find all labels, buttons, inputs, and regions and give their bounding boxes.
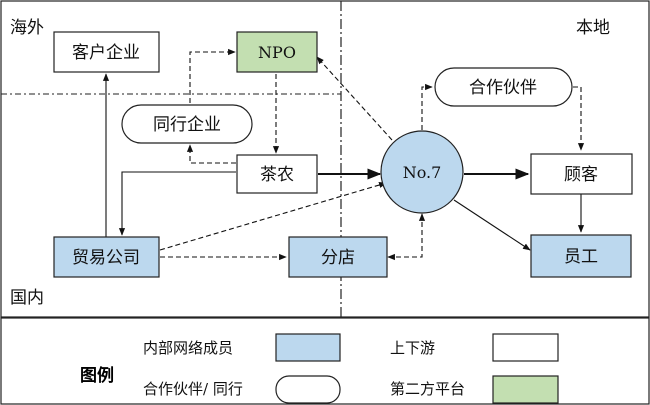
node-peer-enterprise-label: 同行企业 (153, 115, 221, 135)
arrow-center-to-partner (421, 83, 433, 130)
node-npo-label: NPO (258, 43, 296, 62)
legend-third-party-label: 第二方平台 (390, 380, 465, 398)
legend-third-party-swatch (492, 375, 559, 404)
node-trading-company-label: 贸易公司 (72, 248, 140, 268)
node-npo: NPO (236, 31, 318, 73)
arrow-trade-to-center (159, 182, 387, 251)
connectors (102, 48, 585, 261)
region-overseas-label: 海外 (10, 18, 44, 38)
node-employee-label: 员工 (564, 247, 598, 267)
arrow-tea-to-trade (118, 171, 236, 236)
node-branch: 分店 (288, 236, 388, 278)
legend-internal-label: 内部网络成员 (143, 339, 233, 357)
arrow-center-to-npo (316, 56, 393, 141)
legend: 图例 内部网络成员 上下游 合作伙伴/ 同行 第二方平台 (80, 333, 559, 404)
arrow-partner-to-client (573, 86, 585, 151)
node-center-label: No.7 (403, 163, 442, 182)
legend-updown-label: 上下游 (390, 339, 435, 357)
arrow-center-to-employee (453, 199, 531, 251)
node-tea-farmer-label: 茶农 (260, 165, 294, 185)
legend-title: 图例 (80, 365, 114, 386)
node-client: 顾客 (530, 153, 633, 195)
arrow-peer-to-npo (189, 48, 236, 103)
legend-internal-swatch (275, 333, 341, 362)
region-domestic-label: 国内 (10, 288, 44, 308)
node-partner-label: 合作伙伴 (469, 78, 537, 98)
region-local-label: 本地 (576, 18, 610, 38)
legend-partner-peer-label: 合作伙伴/ 同行 (143, 380, 243, 398)
node-employee: 员工 (530, 234, 632, 278)
node-peer-enterprise: 同行企业 (121, 104, 253, 144)
node-client-label: 顾客 (564, 165, 598, 185)
arrow-branch-center (387, 213, 426, 261)
node-customer-enterprise: 客户企业 (53, 31, 160, 73)
node-trading-company: 贸易公司 (53, 236, 160, 278)
legend-partner-peer-swatch (275, 375, 341, 404)
node-partner: 合作伙伴 (434, 67, 573, 107)
node-tea-farmer: 茶农 (236, 154, 318, 194)
diagram-frame (0, 0, 650, 318)
node-branch-label: 分店 (321, 248, 355, 268)
node-customer-enterprise-label: 客户企业 (72, 43, 140, 63)
legend-updown-swatch (492, 333, 559, 362)
arrow-tea-to-peer (186, 144, 236, 164)
legend-frame (0, 317, 650, 405)
node-center: No.7 (380, 130, 464, 214)
